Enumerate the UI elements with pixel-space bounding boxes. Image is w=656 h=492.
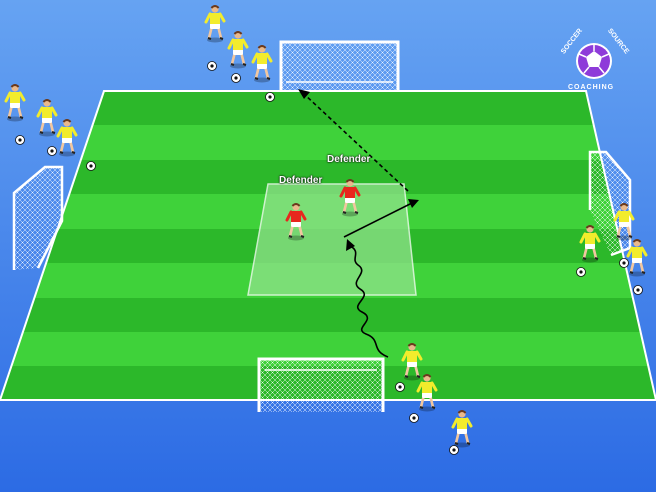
top-goal	[279, 40, 400, 90]
ball-pentagon	[586, 51, 602, 67]
ball-bottom-1	[395, 382, 405, 392]
pass-arrowhead	[298, 89, 310, 99]
attacker-bottom-2	[416, 374, 438, 412]
dribble-arrowhead	[346, 239, 355, 251]
soccer-source-logo	[576, 43, 612, 79]
ball-right-2	[619, 258, 629, 268]
attacker-bottom-3	[451, 410, 473, 448]
attacker-right-2	[613, 203, 635, 241]
ball-bottom-2	[409, 413, 419, 423]
attacker-left-1	[4, 84, 26, 122]
attacker-top-1	[204, 5, 226, 43]
defender-2	[339, 179, 361, 217]
defending-zone	[247, 183, 417, 296]
ball-top-2	[231, 73, 241, 83]
defender-label-2: Defender	[279, 175, 323, 186]
attacker-right-1	[579, 225, 601, 263]
left-goal	[12, 165, 64, 270]
run-arrowhead	[408, 199, 419, 208]
attacker-left-3	[56, 119, 78, 157]
attacker-top-2	[227, 31, 249, 69]
logo-text-bottom: COACHING	[568, 84, 615, 91]
run-arrow	[343, 201, 415, 238]
attacker-left-2	[36, 99, 58, 137]
ball-left-1	[15, 135, 25, 145]
ball-left-2	[47, 146, 57, 156]
ball-top-1	[207, 61, 217, 71]
ball-right-1	[576, 267, 586, 277]
attacker-bottom-1	[401, 343, 423, 381]
dribble-path	[349, 245, 389, 358]
attacker-top-3	[251, 45, 273, 83]
pitch-boundary	[0, 90, 656, 401]
ball-bottom-3	[449, 445, 459, 455]
bottom-goal	[257, 357, 385, 412]
defender-label-1: Defender	[327, 154, 371, 165]
pass-arrow-dashed	[302, 92, 409, 192]
ball-top-3	[265, 92, 275, 102]
ball-right-3	[633, 285, 643, 295]
ball-left-3	[86, 161, 96, 171]
defender-1	[285, 203, 307, 241]
players	[4, 5, 648, 455]
drill-arrows	[298, 89, 419, 358]
attacker-right-3	[626, 239, 648, 277]
